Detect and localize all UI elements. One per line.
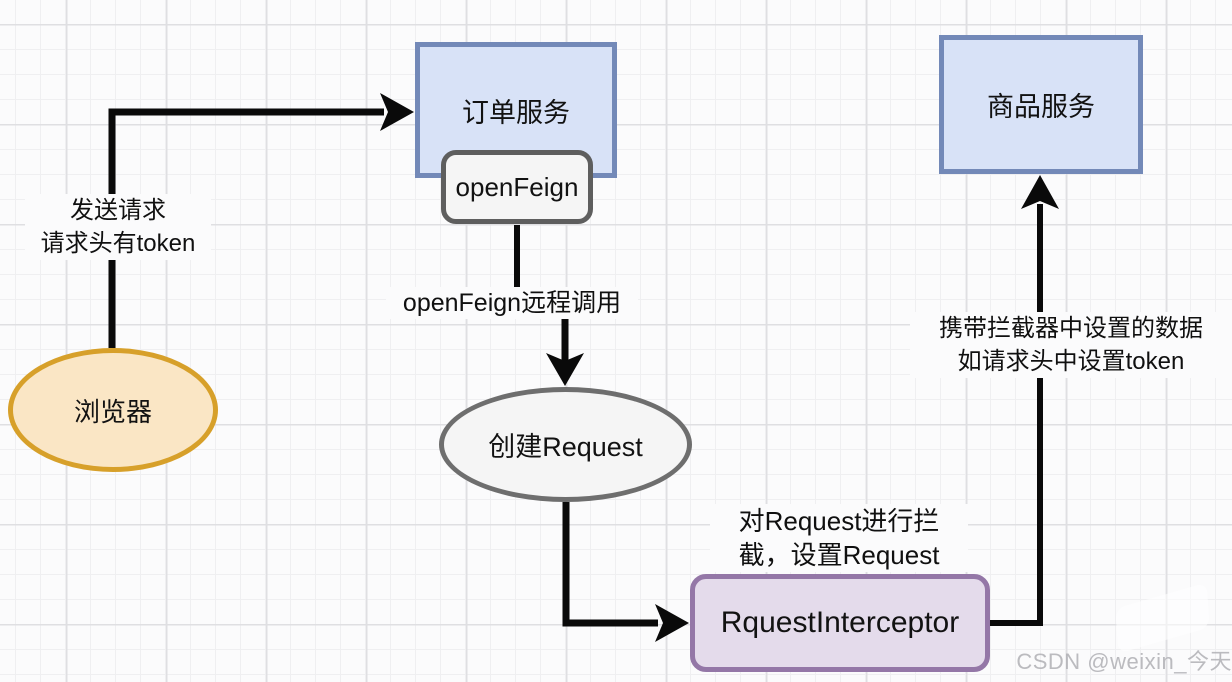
edge-label-send-request: 发送请求 请求头有token [25,194,211,260]
node-browser: 浏览器 [8,348,218,472]
node-create-request-label: 创建Request [488,432,643,462]
arrowhead-browser-to-order [380,93,414,131]
edge-label-carry-data: 携带拦截器中设置的数据 如请求头中设置token [910,312,1232,378]
edge-label-intercept-request: 对Request进行拦 截，设置Request [710,504,968,572]
arrow-browser-to-order [108,108,384,348]
node-order-service-label: 订单服务 [462,97,570,128]
node-openfeign: openFeign [441,150,593,224]
arrow-interceptor-to-product [990,204,1043,626]
edge-label-remote-call: openFeign远程调用 [386,287,638,319]
node-product-service: 商品服务 [939,35,1143,174]
node-product-service-label: 商品服务 [987,92,1095,122]
node-openfeign-label: openFeign [455,171,579,202]
arrowhead-label-to-create [546,353,584,386]
node-create-request: 创建Request [439,387,692,502]
arrow-create-to-interceptor [562,502,658,627]
arrowhead-interceptor-to-product [1021,175,1059,209]
node-request-interceptor-label: RquestInterceptor [720,606,960,639]
node-request-interceptor: RquestInterceptor [690,574,990,672]
node-browser-label: 浏览器 [73,396,152,427]
arrowhead-create-to-interceptor [655,604,689,642]
csdn-watermark: CSDN @weixin_今天 [1016,649,1232,674]
